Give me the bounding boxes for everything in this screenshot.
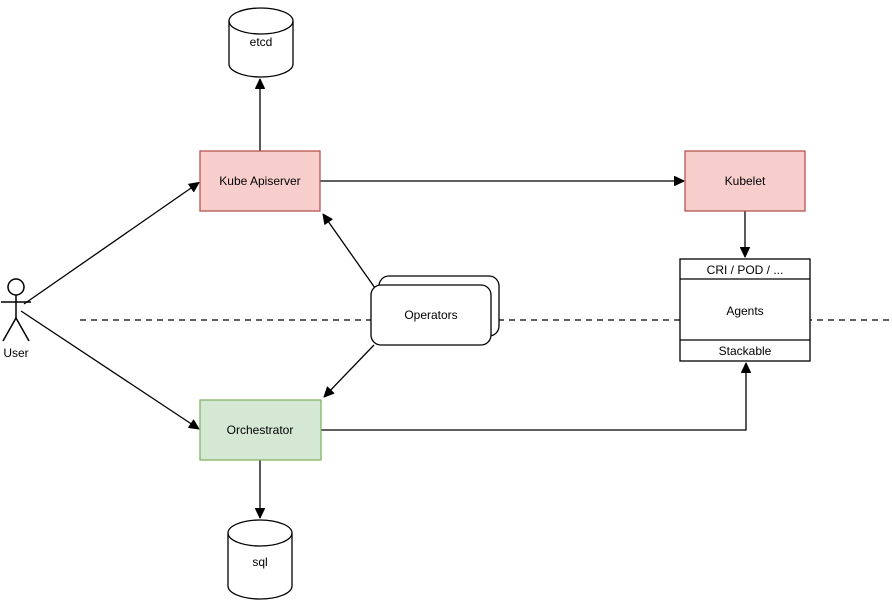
operators-node: Operators <box>370 275 500 346</box>
orchestrator-box <box>199 399 322 461</box>
kube-apiserver-node: Kube Apiserver <box>199 150 321 212</box>
edge-orchestrator-to-agents <box>320 362 751 431</box>
sql-label: sql <box>252 555 267 569</box>
actor-left-leg <box>2 317 17 342</box>
kube-apiserver-box <box>199 150 321 212</box>
sql-cylinder-rim <box>227 532 293 547</box>
etcd-cylinder-rim <box>228 20 294 35</box>
etcd-database-node: etcd <box>228 7 294 78</box>
kubelet-label: Kubelet <box>725 174 766 188</box>
orchestrator-node: Orchestrator <box>199 399 322 461</box>
operators-label: Operators <box>404 308 457 322</box>
agents-body-label: Agents <box>726 304 763 318</box>
agents-outer-box <box>679 258 811 362</box>
agents-header-label: CRI / POD / ... <box>707 263 784 277</box>
edge-operators-to-orchestrator <box>323 344 375 398</box>
operators-front-card <box>370 284 492 346</box>
edge-operators-to-apiserver <box>322 213 376 289</box>
sql-database-node: sql <box>227 519 293 600</box>
agents-footer-label: Stackable <box>719 344 772 358</box>
kube-apiserver-label: Kube Apiserver <box>219 174 300 188</box>
kubelet-node: Kubelet <box>684 150 806 212</box>
agents-node: CRI / POD / ... Agents Stackable <box>679 258 811 362</box>
kubelet-box <box>684 150 806 212</box>
etcd-label: etcd <box>250 35 273 49</box>
orchestrator-label: Orchestrator <box>227 423 294 437</box>
user-actor-node: User <box>1 278 31 360</box>
actor-right-leg <box>15 317 30 342</box>
user-label: User <box>3 346 28 360</box>
sql-cylinder-shape <box>227 519 293 600</box>
actor-head <box>7 278 25 296</box>
etcd-cylinder-shape <box>228 7 294 78</box>
edge-user-to-orchestrator <box>20 310 200 430</box>
edge-user-to-apiserver <box>23 181 200 305</box>
